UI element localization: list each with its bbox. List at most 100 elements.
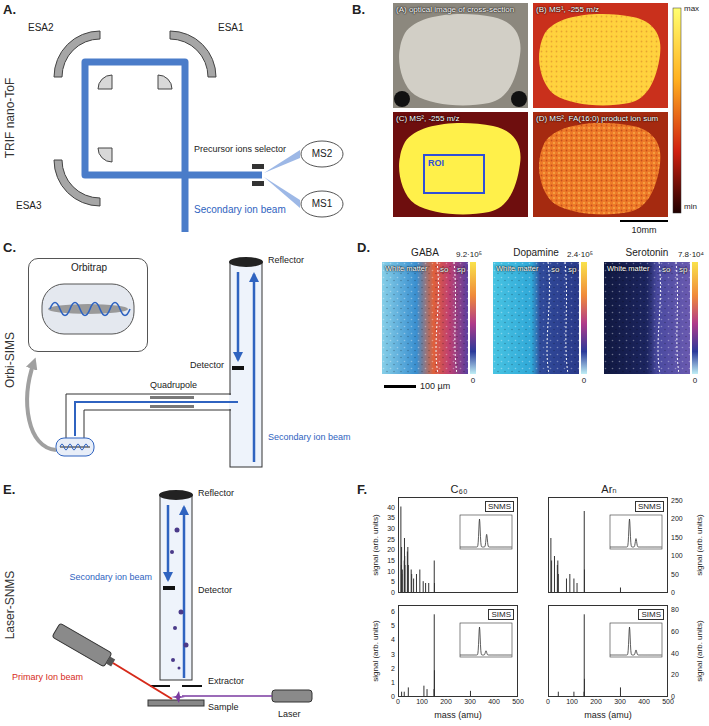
neurotransmitter-maps xyxy=(382,262,468,374)
beam-label: Secondary ion beam xyxy=(268,432,351,442)
tissue-images xyxy=(393,112,528,217)
neurotransmitter-maps xyxy=(384,385,416,388)
node-label: MS2 xyxy=(312,148,333,160)
laser-snms-instrument xyxy=(52,623,117,670)
inset-frame xyxy=(460,515,512,549)
laser-snms-instrument xyxy=(160,495,192,680)
tick-label: 25 xyxy=(387,536,395,544)
scale-bar-label: 100 µm xyxy=(420,381,450,391)
laser-snms-instrument xyxy=(148,700,204,706)
trif-instrument xyxy=(98,148,112,162)
spectrum-peak xyxy=(550,538,551,592)
orbisims-instrument xyxy=(56,438,94,456)
beam-label: Secondary ion beam xyxy=(194,204,286,216)
neurotransmitter-maps xyxy=(470,262,476,374)
trif-instrument xyxy=(252,181,264,186)
orbisims-instrument xyxy=(60,444,88,450)
spectrum-peak xyxy=(423,581,424,592)
tick-label: 300 xyxy=(464,698,476,706)
beam-label: Primary Ion beam xyxy=(12,672,83,682)
tick-label: 4 xyxy=(391,636,395,644)
orbisims-instrument xyxy=(75,402,238,436)
inset-frame xyxy=(610,623,662,657)
neurotransmitter-maps xyxy=(493,262,579,374)
tissue-images xyxy=(393,3,528,108)
tick-label: 1 xyxy=(391,679,395,687)
mass-spectrum xyxy=(558,614,662,696)
laser-snms-instrument xyxy=(52,490,312,706)
spectrum-peak xyxy=(416,574,417,592)
tick-label: 150 xyxy=(671,534,683,542)
spectrum-peak xyxy=(404,556,405,592)
neurotransmitter-maps xyxy=(604,262,690,374)
image-map: DopamineWhite mattersosp xyxy=(493,262,579,374)
spectrum-peak xyxy=(428,583,429,592)
technique-name: Orbi-SIMS xyxy=(4,332,18,388)
laser-snms-instrument xyxy=(178,667,181,670)
inset-spectrum xyxy=(460,519,512,547)
laser-snms-instrument xyxy=(182,685,202,687)
part-name: Precursor ions selector xyxy=(194,144,286,154)
tick-label: 3 xyxy=(391,651,395,659)
colorbar-label: 2.4·10⁵ xyxy=(567,250,593,259)
part-name: Laser xyxy=(278,709,301,719)
orbisims-instrument xyxy=(229,257,263,267)
laser-snms-instrument xyxy=(182,695,272,697)
tick-label: 0 xyxy=(546,698,550,706)
tissue-images xyxy=(394,91,410,107)
trif-instrument xyxy=(98,75,112,89)
colorbar-label: 9.2·10⁵ xyxy=(456,250,482,259)
tissue-images xyxy=(399,14,520,105)
orbisims-instrument xyxy=(237,272,240,360)
scale-label: max xyxy=(684,4,699,13)
part-name: ESA1 xyxy=(218,22,244,34)
scale-label: min xyxy=(684,202,697,211)
tick-label: 100 xyxy=(566,698,578,706)
trif-instrument xyxy=(54,160,100,206)
axis-title: signal (arb. units) xyxy=(371,514,380,575)
orbisims-instrument xyxy=(50,303,130,316)
trif-instrument xyxy=(170,31,216,77)
spectrum-peak xyxy=(400,507,401,593)
node-label: Arₙ xyxy=(601,483,616,496)
trif-instrument xyxy=(252,164,264,169)
neurotransmitter-maps xyxy=(676,262,679,374)
laser-snms-instrument xyxy=(272,690,312,702)
panel-letter: F. xyxy=(357,483,367,498)
laser-snms-instrument xyxy=(167,505,170,580)
node-label: Orbitrap xyxy=(71,262,107,274)
ms-detector: MS1 xyxy=(300,190,344,218)
spectrum-peak xyxy=(554,556,555,592)
part-name: Reflector xyxy=(268,255,304,265)
node-label: (B) MS¹, -255 m/z xyxy=(536,5,665,14)
laser-snms-instrument xyxy=(184,643,189,648)
tick-label: 5 xyxy=(391,578,395,586)
spectrum-peak xyxy=(569,574,570,592)
node-label: sp xyxy=(568,265,576,274)
spectrum-peak xyxy=(573,579,574,593)
scale-bar-label: 10mm xyxy=(631,225,656,235)
panel-letter: D. xyxy=(357,241,370,256)
spectrum-peak xyxy=(425,583,426,592)
panel-letter: E. xyxy=(3,483,15,498)
mass-spectrum xyxy=(551,511,662,592)
spectrum-peak xyxy=(427,689,428,696)
spectrum-peak xyxy=(411,570,412,593)
neurotransmitter-maps xyxy=(454,262,457,374)
tick-label: 6 xyxy=(391,608,395,616)
tick-label: 300 xyxy=(614,698,626,706)
image-panel: (D) MS², FA(16:0) product ion sum xyxy=(533,112,668,217)
spectrum-peak xyxy=(413,579,414,593)
tick-label: 50 xyxy=(671,571,679,579)
spectrum-peak xyxy=(404,692,405,696)
image-map: GABAWhite mattersosp xyxy=(382,262,468,374)
node-label: (A) optical image of cross-section xyxy=(396,5,525,14)
orbitrap-inset: Orbitrap xyxy=(28,258,148,352)
spectrum-peak xyxy=(419,570,420,593)
image-panel: (A) optical image of cross-section xyxy=(393,3,528,108)
neurotransmitter-maps xyxy=(604,262,690,374)
neurotransmitter-maps xyxy=(604,262,690,374)
laser-snms-instrument xyxy=(106,657,115,667)
node-label: MS1 xyxy=(312,198,333,210)
